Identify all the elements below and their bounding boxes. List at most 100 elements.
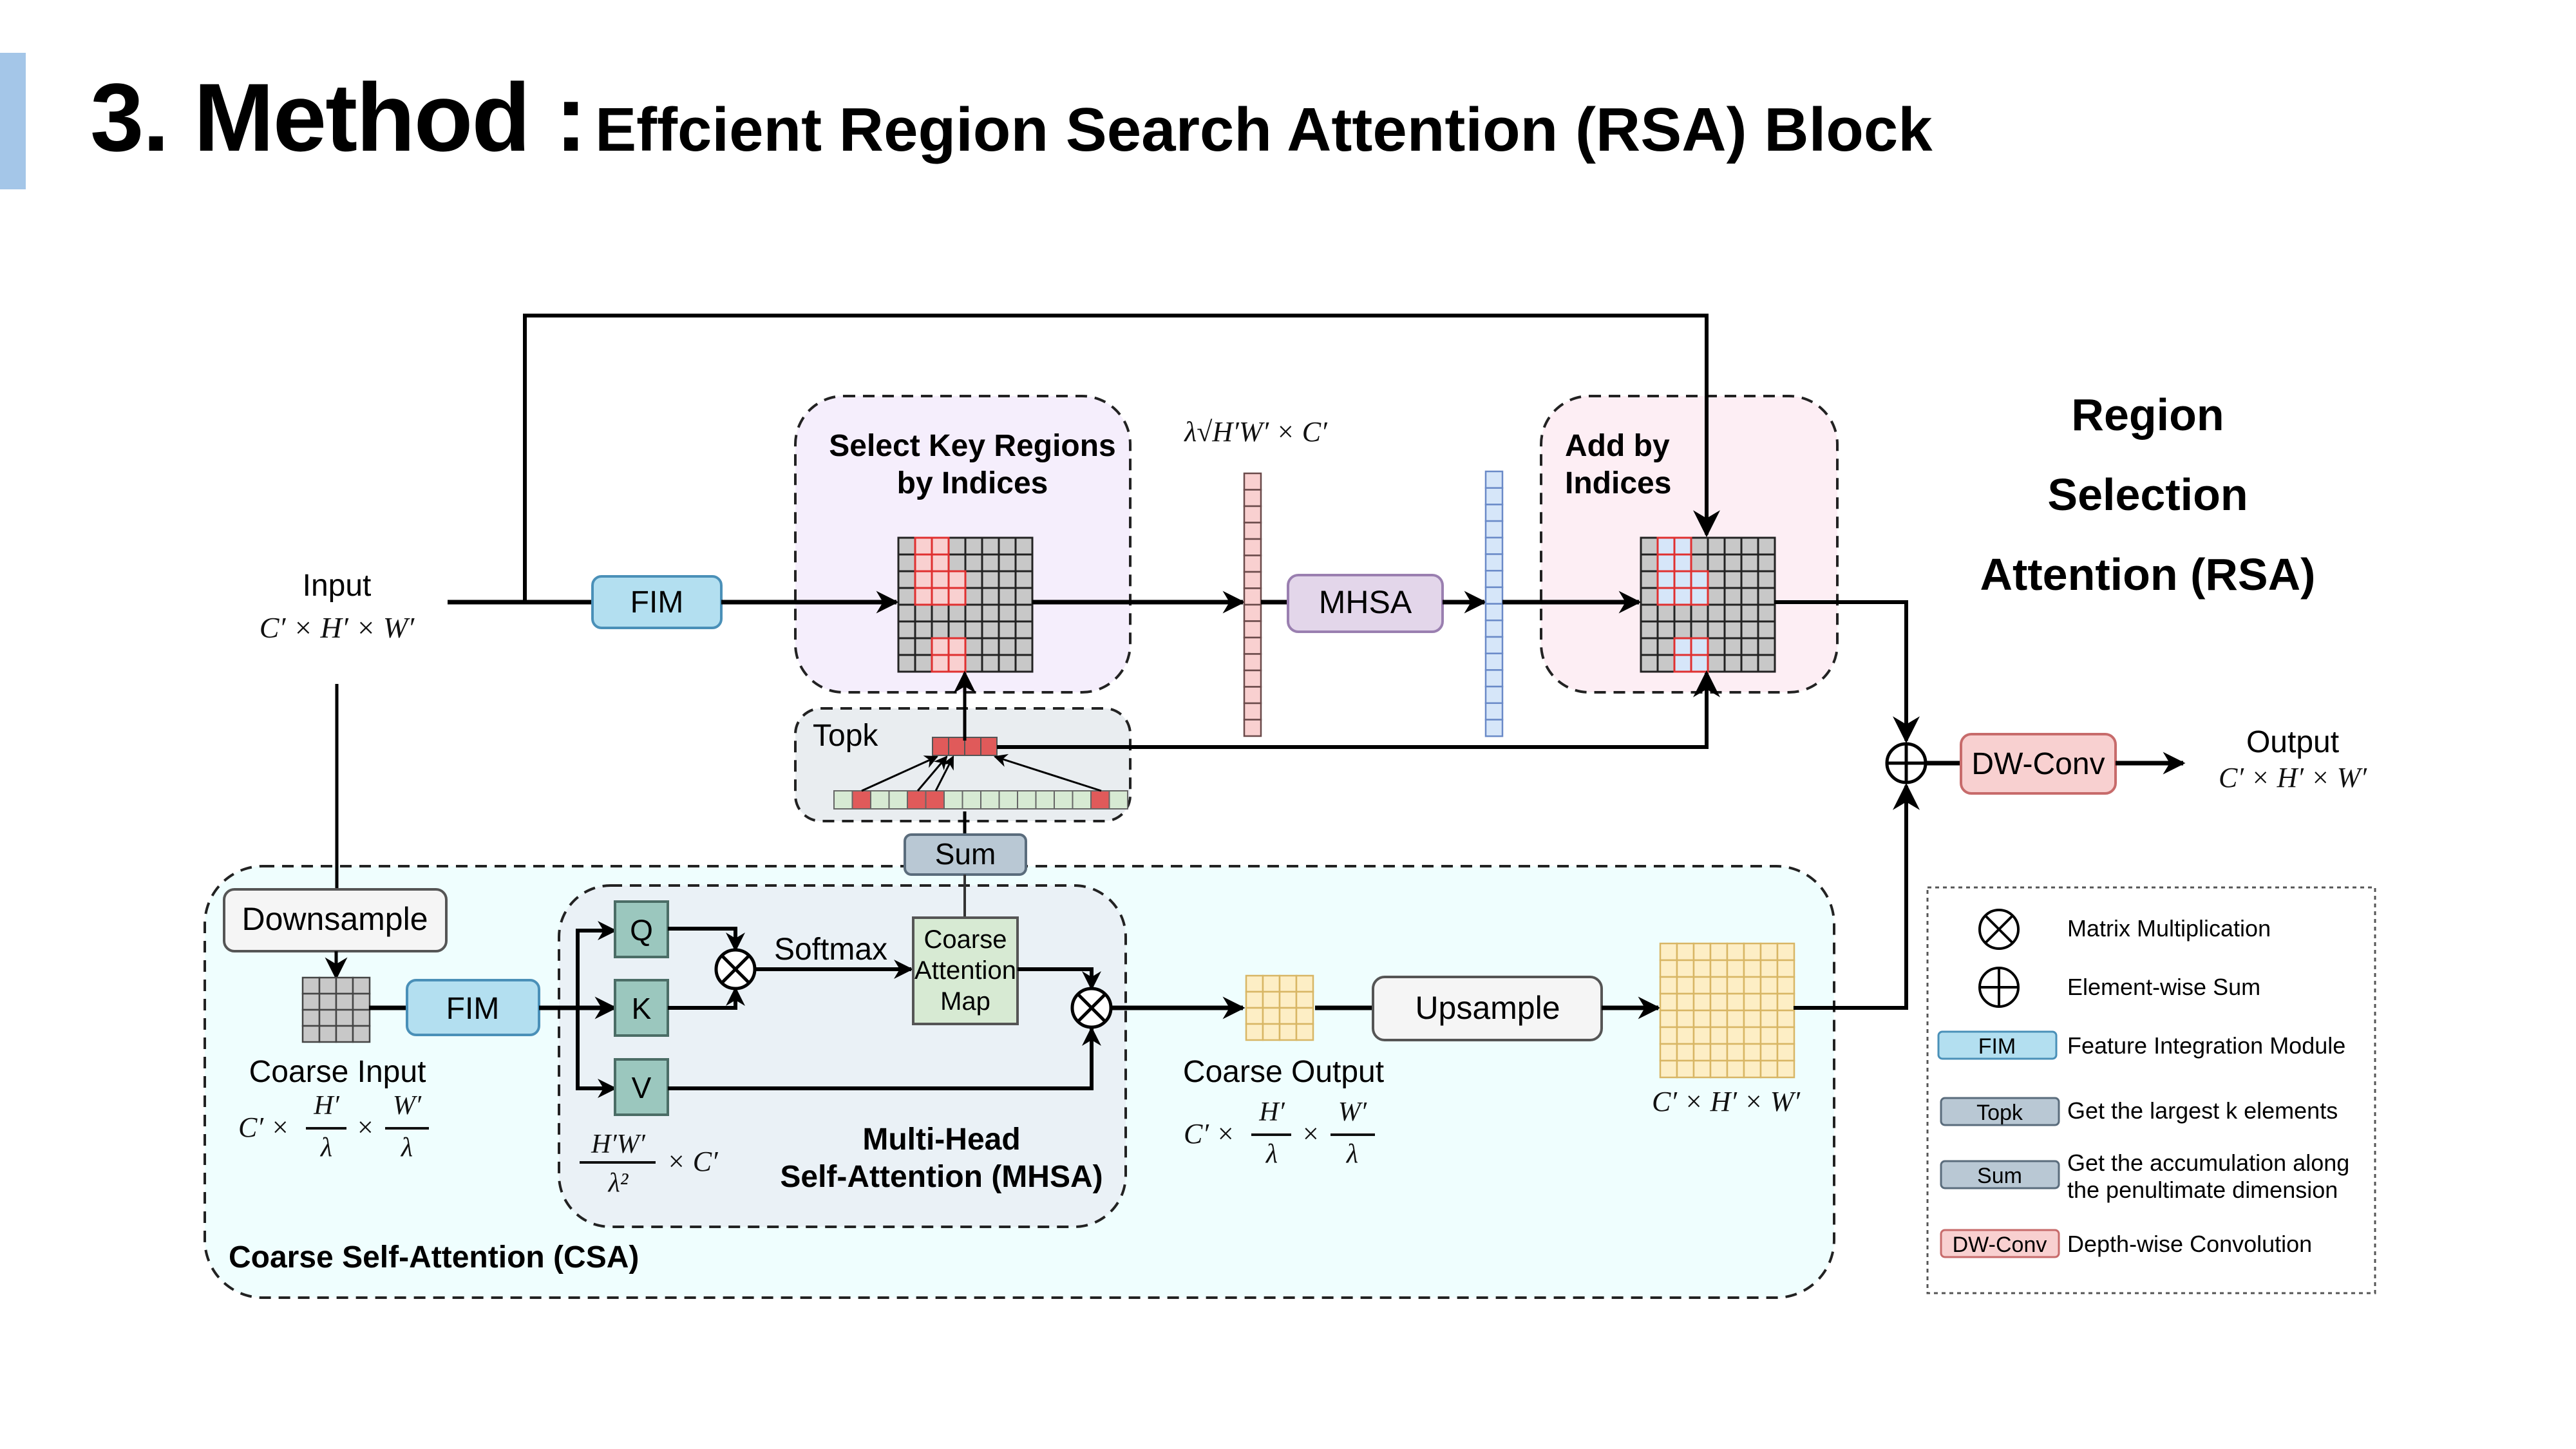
grid-cell <box>1740 587 1759 606</box>
token-cell <box>1484 719 1504 737</box>
topk-selection-arrow <box>861 755 938 792</box>
grid-cell <box>964 536 983 556</box>
grid-cell <box>1692 1059 1712 1079</box>
grid-cell <box>1723 536 1743 556</box>
grid-cell <box>1014 587 1034 606</box>
token-cell <box>1243 472 1262 491</box>
grid-cell <box>1743 992 1762 1012</box>
grid-cell <box>1692 1009 1712 1028</box>
grid-cell <box>1262 1023 1281 1041</box>
grid-cell <box>1759 1043 1779 1062</box>
grid-cell <box>1656 570 1676 589</box>
output-label: Output <box>2246 725 2339 759</box>
grid-cell <box>1707 620 1726 639</box>
grid-cell <box>1690 603 1709 623</box>
grid-cell <box>1723 637 1743 656</box>
score-cell <box>925 790 945 810</box>
token-cell <box>1243 489 1262 507</box>
grid-cell <box>1656 553 1676 573</box>
attn-to-matmul-line <box>1018 967 1101 990</box>
v-box <box>614 1058 669 1116</box>
grid-cell <box>1262 990 1281 1009</box>
legend-text-matmul: Matrix Multiplication <box>2067 915 2271 942</box>
topk-selection-arrow <box>994 753 1102 792</box>
grid-cell <box>914 536 933 556</box>
legend-box <box>1926 886 2376 1294</box>
grid-cell <box>897 637 916 656</box>
attn-map-label-1: Coarse <box>924 925 1007 954</box>
grid-cell <box>981 637 1000 656</box>
score-cell <box>980 790 1000 810</box>
grid-cell <box>1673 553 1692 573</box>
grid-cell <box>1245 1007 1264 1025</box>
grid-cell <box>1757 553 1776 573</box>
token-cell <box>1484 487 1504 506</box>
score-cell <box>943 790 963 810</box>
grid-cell <box>981 536 1000 556</box>
grid-cell <box>1676 942 1695 961</box>
grid-cell <box>1295 990 1314 1009</box>
legend-fim-label: FIM <box>1978 1034 2016 1059</box>
svg-text:H′: H′ <box>1258 1097 1285 1127</box>
coarse-input-label: Coarse Input <box>249 1055 426 1089</box>
grid-cell <box>1707 570 1726 589</box>
grid-cell <box>1690 620 1709 639</box>
highlight-cell-border <box>947 587 967 606</box>
grid-cell <box>318 1025 337 1043</box>
v-branch-line <box>576 1008 617 1098</box>
grid-cell <box>1707 654 1726 673</box>
mhsa-label: MHSA <box>1319 584 1412 620</box>
score-cell <box>833 790 853 810</box>
grid-cell <box>1726 1059 1745 1079</box>
grid-cell <box>1659 1009 1678 1028</box>
grid-cell <box>1295 1023 1314 1041</box>
svg-text:λ: λ <box>1345 1139 1358 1169</box>
softmax-label: Softmax <box>774 933 887 967</box>
grid-cell <box>1740 637 1759 656</box>
attn-map-label-2: Attention <box>914 956 1016 985</box>
grid-cell <box>1640 587 1659 606</box>
token-cell <box>1243 587 1262 606</box>
grid-cell <box>947 587 967 606</box>
grid-cell <box>1278 990 1298 1009</box>
grid-cell <box>931 553 950 573</box>
qkv-shape: H′W′ λ² × C′ <box>580 1130 719 1198</box>
token-cell <box>1484 504 1504 522</box>
grid-cell <box>1743 1026 1762 1045</box>
grid-cell <box>914 654 933 673</box>
grid-cell <box>1726 1043 1745 1062</box>
grid-cell <box>931 654 950 673</box>
grid-cell <box>1726 976 1745 995</box>
grid-cell <box>1676 959 1695 978</box>
matrix-multiplication-icon <box>714 948 757 990</box>
grid-cell <box>1676 976 1695 995</box>
svg-text:C′ ×: C′ × <box>238 1112 290 1143</box>
grid-cell <box>1245 990 1264 1009</box>
svg-text:H′W′: H′W′ <box>591 1130 646 1159</box>
legend-dwconv-swatch <box>1940 1229 2060 1258</box>
grid-cell <box>998 654 1017 673</box>
v-label: V <box>632 1071 652 1104</box>
grid-cell <box>1692 992 1712 1012</box>
fim-top-label: FIM <box>630 585 684 620</box>
grid-cell <box>1757 620 1776 639</box>
grid-cell <box>1640 536 1659 556</box>
grid-cell <box>1743 942 1762 961</box>
grid-cell <box>1776 992 1795 1012</box>
grid-cell <box>352 976 371 995</box>
v-to-matmul-line <box>668 1027 1101 1090</box>
grid-cell <box>1759 976 1779 995</box>
legend-text-topk: Get the largest k elements <box>2067 1097 2338 1124</box>
token-cell <box>1243 603 1262 622</box>
rsa-title-line-3: Attention (RSA) <box>1980 549 2315 600</box>
grid-cell <box>1709 942 1728 961</box>
grid-cell <box>1759 1026 1779 1045</box>
grid-cell <box>1676 1026 1695 1045</box>
grid-cell <box>914 553 933 573</box>
grid-cell <box>1707 536 1726 556</box>
token-cell <box>1484 569 1504 589</box>
grid-cell <box>301 1025 321 1043</box>
token-cell <box>1484 652 1504 671</box>
k-to-matmul-line <box>668 987 745 1010</box>
token-cell <box>1484 520 1504 539</box>
